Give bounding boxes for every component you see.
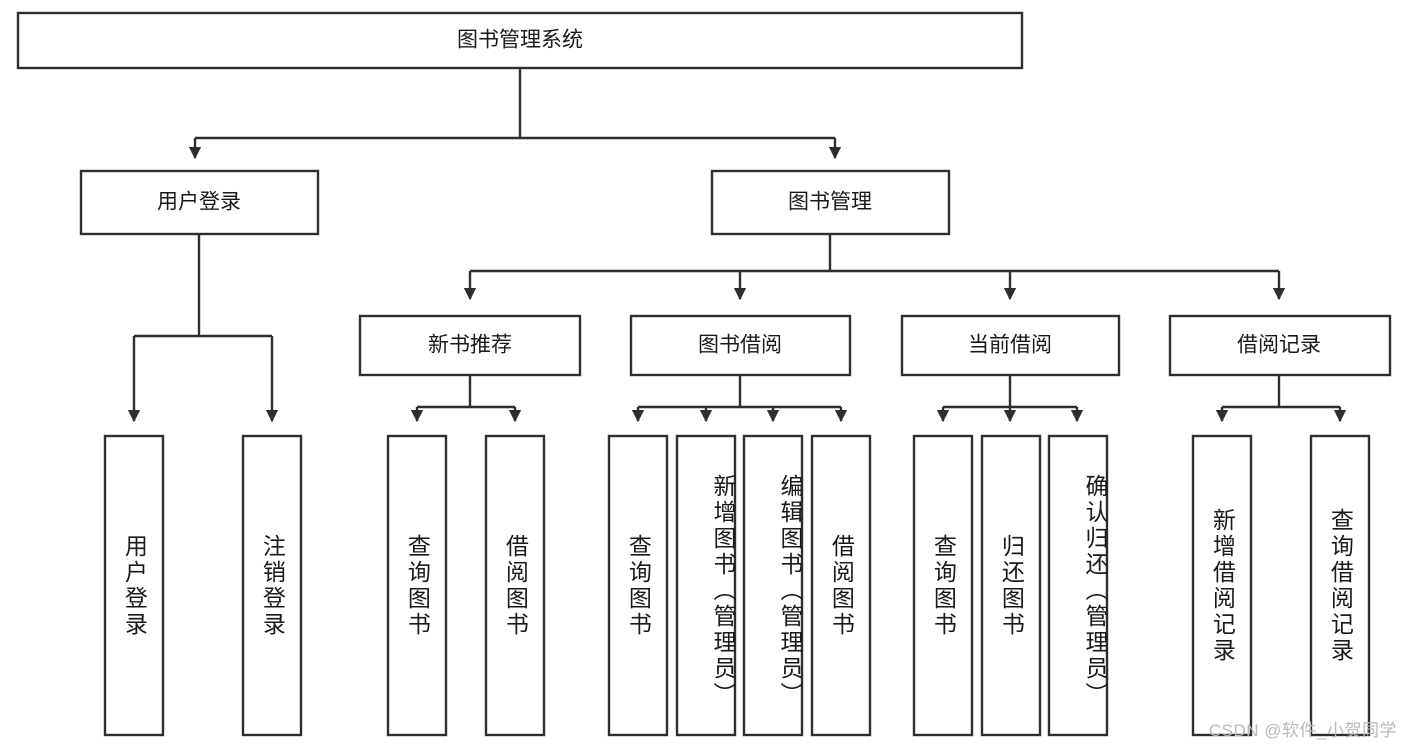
node-current-borrow[interactable]: 当前借阅 — [900, 314, 1121, 377]
leaf-box-add-borrow-record[interactable] — [1191, 434, 1253, 737]
node-root-system-label: 图书管理系统 — [457, 29, 583, 52]
leaf-box-query-book-borrow[interactable] — [607, 434, 669, 737]
connector-newbook-to-leaves — [410, 375, 522, 423]
leaf-box-user-login[interactable] — [103, 434, 165, 737]
connector-bookborrow-to-leaves — [631, 375, 848, 423]
leaf-box-confirm-return-admin[interactable] — [1047, 434, 1109, 737]
connector-userlogin-to-leaves — [127, 234, 279, 423]
leaf-box-query-book-current[interactable] — [912, 434, 974, 737]
leaf-box-edit-book-admin[interactable] — [742, 434, 804, 737]
node-root-system[interactable]: 图书管理系统 — [16, 11, 1024, 70]
node-book-borrow-label: 图书借阅 — [698, 334, 782, 357]
leaf-box-add-book-admin[interactable] — [675, 434, 737, 737]
leaf-box-query-book-newbook[interactable] — [386, 434, 448, 737]
node-book-borrow[interactable]: 图书借阅 — [629, 314, 852, 377]
connector-currentborrow-to-leaves — [936, 375, 1084, 423]
connector-bookmgmt-to-level3 — [463, 234, 1286, 301]
node-borrow-record-label: 借阅记录 — [1237, 334, 1321, 357]
leaf-box-borrow-book-newbook[interactable] — [484, 434, 546, 737]
node-book-management[interactable]: 图书管理 — [710, 169, 951, 236]
leaf-box-logout[interactable] — [241, 434, 303, 737]
leaf-box-borrow-book[interactable] — [810, 434, 872, 737]
leaf-box-return-book[interactable] — [980, 434, 1042, 737]
node-user-login-label: 用户登录 — [157, 191, 241, 214]
node-user-login[interactable]: 用户登录 — [79, 169, 320, 236]
node-new-book-recommend-label: 新书推荐 — [428, 334, 512, 357]
node-new-book-recommend[interactable]: 新书推荐 — [358, 314, 582, 377]
csdn-watermark: CSDN @软件_小贺同学 — [1208, 721, 1397, 740]
node-borrow-record[interactable]: 借阅记录 — [1168, 314, 1392, 377]
node-current-borrow-label: 当前借阅 — [968, 334, 1052, 357]
node-book-management-label: 图书管理 — [788, 191, 872, 214]
leaf-box-query-borrow-record[interactable] — [1309, 434, 1371, 737]
connector-root-to-level2 — [188, 68, 842, 160]
connector-borrowrecord-to-leaves — [1215, 375, 1347, 423]
